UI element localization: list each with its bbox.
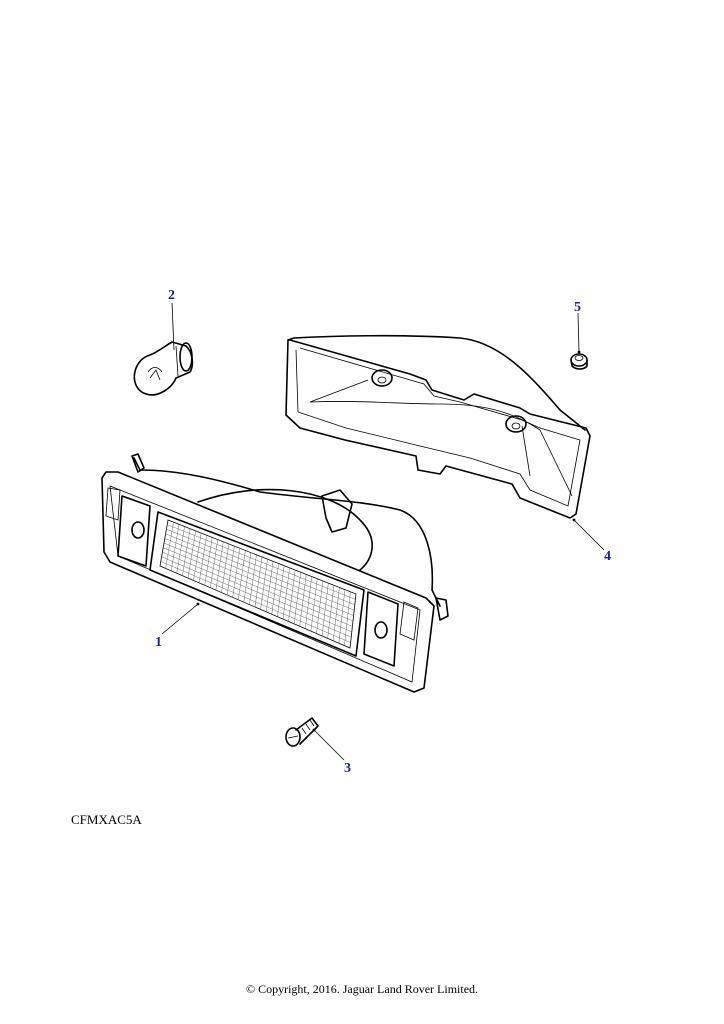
part-3-screw — [285, 717, 319, 747]
callout-1[interactable]: 1 — [155, 635, 162, 650]
leader-lines — [161, 302, 605, 761]
copyright-notice: © Copyright, 2016. Jaguar Land Rover Lim… — [245, 982, 479, 996]
callout-3[interactable]: 3 — [344, 761, 351, 776]
part-1-lamp-assembly — [101, 453, 449, 693]
callout-4[interactable]: 4 — [604, 549, 611, 564]
callout-2[interactable]: 2 — [168, 288, 175, 303]
part-2-bulb — [133, 341, 194, 396]
part-5-nut — [570, 353, 588, 370]
part-4-housing — [285, 334, 591, 519]
callout-5[interactable]: 5 — [574, 300, 581, 315]
reference-code: CFMXAC5A — [71, 812, 142, 827]
lens-grid — [160, 522, 356, 646]
